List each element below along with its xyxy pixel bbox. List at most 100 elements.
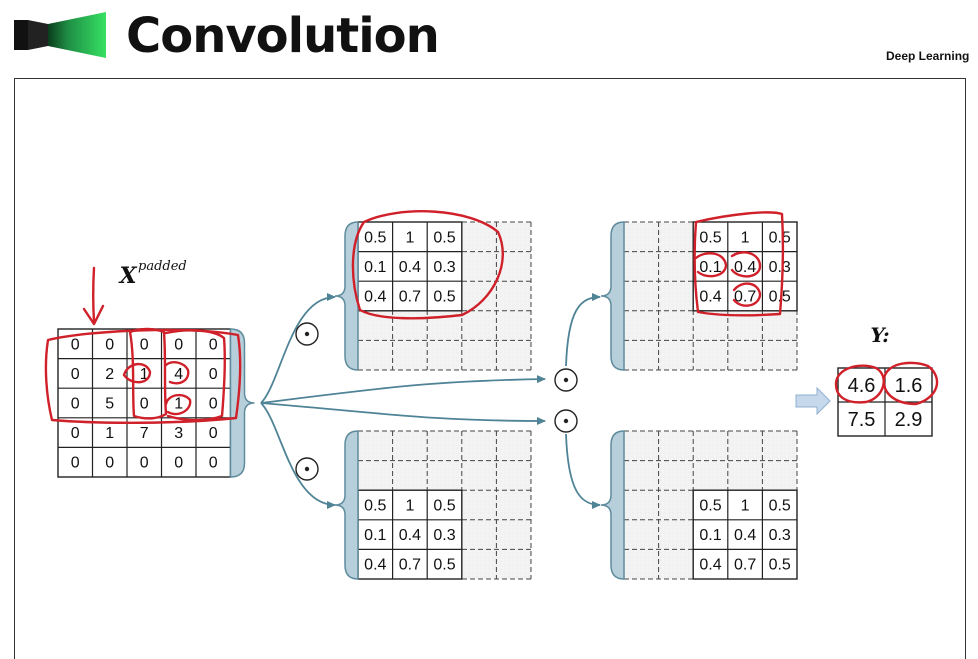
input-matrix-label: X xyxy=(117,263,137,289)
input-brace xyxy=(229,328,255,478)
annotation-kernel-box xyxy=(693,211,785,317)
kernel-cell: 0.5 xyxy=(699,229,721,246)
input-cell: 1 xyxy=(140,366,149,383)
course-label: Deep Learning xyxy=(886,49,970,63)
annotation-column-box xyxy=(128,327,168,420)
input-cell: 0 xyxy=(209,425,218,442)
annotation-arrow-shaft xyxy=(92,266,96,324)
kernel-cell: 0.5 xyxy=(364,229,386,246)
kernel-cell: 0.4 xyxy=(734,527,756,544)
kernel-cell: 0.5 xyxy=(769,289,791,306)
input-cell: 0 xyxy=(209,455,218,472)
kernel-cell: 0.4 xyxy=(364,289,386,306)
input-cell: 0 xyxy=(71,366,80,383)
input-cell: 0 xyxy=(71,336,80,353)
operator-dot xyxy=(304,331,310,337)
window-brace xyxy=(334,430,359,580)
arrow-to-bottom-right-op xyxy=(260,402,546,425)
kernel-cell: 0.1 xyxy=(699,259,721,276)
kernel-cell: 0.3 xyxy=(433,527,455,544)
annotation-circle-07 xyxy=(732,282,762,307)
input-cell: 0 xyxy=(140,396,149,413)
output-cell: 2.9 xyxy=(895,409,923,431)
kernel-cell: 0.5 xyxy=(769,229,791,246)
kernel-cell: 1 xyxy=(405,229,414,246)
kernel-cell: 0.4 xyxy=(699,289,721,306)
input-cell: 4 xyxy=(174,366,183,383)
kernel-block xyxy=(692,489,798,580)
result-arrow-icon xyxy=(795,386,831,416)
kernel-cell: 1 xyxy=(741,498,750,515)
input-cell: 0 xyxy=(209,396,218,413)
kernel-cell: 0.5 xyxy=(433,229,455,246)
input-cell: 0 xyxy=(174,455,183,472)
kernel-block xyxy=(357,489,463,580)
input-cell: 7 xyxy=(140,425,149,442)
output-label: Y: xyxy=(870,323,889,347)
input-matrix-label-superscript: padded xyxy=(138,259,187,274)
kernel-cell: 0.3 xyxy=(769,527,791,544)
operator-dot xyxy=(304,466,310,472)
kernel-cell: 0.3 xyxy=(433,259,455,276)
kernel-cell: 0.4 xyxy=(399,259,421,276)
kernel-cell: 0.7 xyxy=(399,557,421,574)
input-cell: 0 xyxy=(105,455,114,472)
annotation-arrow-head xyxy=(82,304,105,326)
kernel-cell: 1 xyxy=(741,229,750,246)
arrow-to-bottom-right xyxy=(565,433,601,509)
annotation-circle-01 xyxy=(694,252,728,278)
kernel-cell: 1 xyxy=(405,498,414,515)
kernel-cell: 0.4 xyxy=(364,557,386,574)
annotation-column-box-2 xyxy=(164,329,227,422)
kernel-cell: 0.7 xyxy=(399,289,421,306)
annotation-output-circle-1 xyxy=(834,364,885,404)
kernel-cell: 0.5 xyxy=(433,289,455,306)
operator-dot xyxy=(563,418,569,424)
kernel-block xyxy=(357,221,463,312)
annotation-kernel-circle xyxy=(351,210,504,320)
kernel-cell: 0.5 xyxy=(433,557,455,574)
output-cell: 7.5 xyxy=(848,409,876,431)
kernel-cell: 0.4 xyxy=(699,557,721,574)
input-cell: 1 xyxy=(174,396,183,413)
annotation-circle-1b xyxy=(164,393,192,416)
kernel-cell: 0.5 xyxy=(769,557,791,574)
input-cell: 0 xyxy=(209,336,218,353)
input-matrix-border xyxy=(57,328,232,478)
kernel-cell: 0.1 xyxy=(364,527,386,544)
kernel-cell: 0.5 xyxy=(364,498,386,515)
output-cell: 1.6 xyxy=(895,375,923,397)
input-cell: 5 xyxy=(105,396,114,413)
input-cell: 0 xyxy=(174,336,183,353)
window-brace xyxy=(600,430,625,580)
kernel-cell: 0.1 xyxy=(364,259,386,276)
input-cell: 3 xyxy=(174,425,183,442)
arrow-to-top-right xyxy=(565,293,601,367)
input-cell: 0 xyxy=(105,336,114,353)
kernel-cell: 0.4 xyxy=(734,259,756,276)
input-cell: 2 xyxy=(105,366,114,383)
annotation-circle-04 xyxy=(730,251,762,278)
kernel-cell: 0.5 xyxy=(699,498,721,515)
annotation-circle-1 xyxy=(122,362,152,384)
input-cell: 0 xyxy=(140,336,149,353)
annotation-output-circle-2 xyxy=(882,361,939,406)
kernel-cell: 0.3 xyxy=(769,259,791,276)
window-brace xyxy=(600,221,625,371)
kernel-cell: 0.5 xyxy=(769,498,791,515)
arrow-to-bottom-left xyxy=(260,402,336,509)
kernel-cell: 0.5 xyxy=(433,498,455,515)
input-cell: 0 xyxy=(71,396,80,413)
output-cell: 4.6 xyxy=(848,375,876,397)
input-cell: 0 xyxy=(71,425,80,442)
input-cell: 0 xyxy=(71,455,80,472)
kernel-cell: 0.7 xyxy=(734,289,756,306)
operator-dot xyxy=(563,377,569,383)
kernel-block xyxy=(692,221,798,312)
page-title: Convolution xyxy=(126,8,440,64)
annotation-circle-4 xyxy=(164,361,190,385)
arrow-to-top-right-op xyxy=(260,375,546,404)
kernel-cell: 0.7 xyxy=(734,557,756,574)
arrow-to-top-left xyxy=(260,293,336,404)
